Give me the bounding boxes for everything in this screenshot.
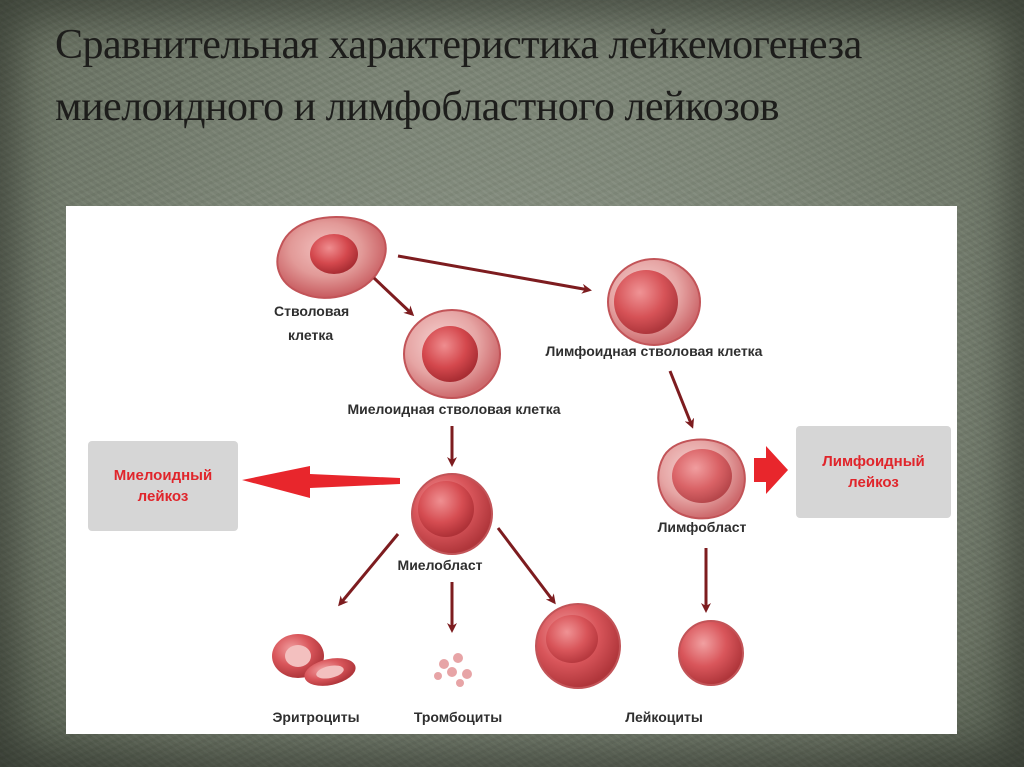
lymphoid-leukemia-text: Лимфоидный лейкоз xyxy=(822,451,925,493)
leukocyte-small-cell xyxy=(678,620,744,686)
platelets-cells xyxy=(434,653,472,687)
arrow-stem-to-lymphoid xyxy=(397,254,592,294)
lymphoid-leukemia-line2: лейкоз xyxy=(848,474,899,491)
leukocyte-large-cell xyxy=(535,603,621,689)
lymphoid-leukemia-box: Лимфоидный лейкоз xyxy=(796,426,951,518)
myeloid-leukemia-box: Миелоидный лейкоз xyxy=(88,441,238,531)
label-stem-cell-line1: Стволовая xyxy=(274,303,350,319)
label-leukocytes: Лейкоциты xyxy=(625,709,703,725)
arrow-lymphoid-to-lymphoblast xyxy=(668,370,695,429)
myeloid-stem-cell xyxy=(403,309,501,399)
label-lymphoid-stem-cell: Лимфоидная стволовая клетка xyxy=(545,343,763,359)
leukemogenesis-diagram: Стволовая клетка Миелоидная стволовая кл… xyxy=(66,206,957,734)
label-myeloblast: Миелобласт xyxy=(397,557,483,573)
lymphoid-leukemia-line1: Лимфоидный xyxy=(822,453,925,470)
erythrocytes-cells xyxy=(272,634,356,686)
myeloid-leukemia-line1: Миелоидный xyxy=(113,467,213,484)
stem-cell xyxy=(276,216,387,299)
arrow-to-myeloid-leukemia xyxy=(242,466,400,498)
diagram-canvas xyxy=(242,216,788,689)
lymphoblast-cell xyxy=(657,438,746,520)
label-platelets: Тромбоциты xyxy=(413,709,503,725)
myeloblast-cell xyxy=(411,473,493,555)
slide-title: Сравнительная характеристика лейкемогене… xyxy=(55,22,862,130)
arrow-myeloblast-to-leukocytes xyxy=(496,527,556,605)
lymphoid-stem-cell xyxy=(607,258,701,346)
label-myeloid-stem-cell: Миелоидная стволовая клетка xyxy=(347,401,561,417)
label-erythrocytes: Эритроциты xyxy=(272,709,360,725)
label-lymphoblast: Лимфобласт xyxy=(657,519,747,535)
arrow-myeloblast-to-erythrocytes xyxy=(338,533,400,607)
arrow-to-lymphoid-leukemia xyxy=(754,446,788,494)
arrow-stem-to-myeloid xyxy=(372,276,415,317)
myeloid-leukemia-text: Миелоидный лейкоз xyxy=(114,465,212,507)
label-stem-cell-line2: клетка xyxy=(288,327,334,343)
myeloid-leukemia-line2: лейкоз xyxy=(137,488,189,505)
